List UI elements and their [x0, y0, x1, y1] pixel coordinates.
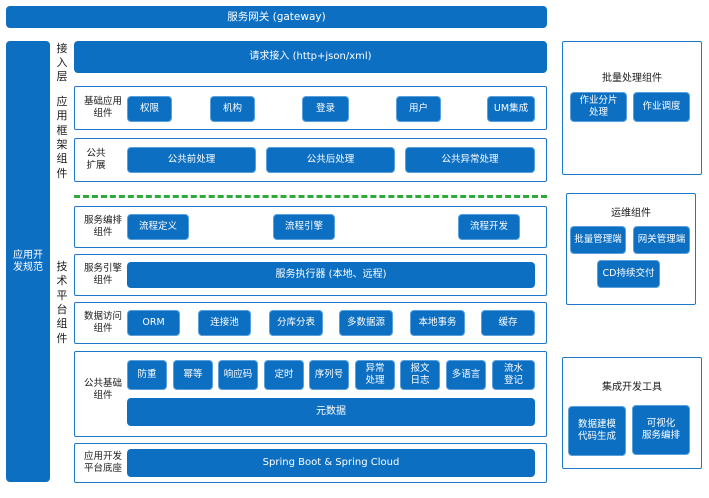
dev-platform-base-label: 应用开发 平台底座 [83, 451, 122, 474]
batch-admin-button[interactable]: 批量管理端 [570, 226, 626, 254]
app-dev-spec-bar: 应用开 发规范 [6, 41, 50, 482]
data-modeling-button[interactable]: 数据建模 代码生成 [568, 406, 626, 456]
job-sharding-button[interactable]: 作业分片 处理 [570, 92, 627, 122]
cache-button[interactable]: 缓存 [481, 310, 535, 336]
message-log-button[interactable]: 报文 日志 [400, 360, 440, 390]
exception-handling-button[interactable]: 异常 处理 [355, 360, 395, 390]
public-extension-label: 公共 扩展 [86, 148, 106, 171]
spring-bar: Spring Boot & Spring Cloud [127, 449, 535, 477]
um-integration-button[interactable]: UM集成 [487, 96, 535, 122]
metadata-bar: 元数据 [127, 398, 535, 426]
process-definition-button[interactable]: 流程定义 [127, 214, 189, 240]
public-postprocess-button[interactable]: 公共后处理 [266, 147, 395, 173]
idempotent-button[interactable]: 幂等 [173, 360, 213, 390]
process-development-button[interactable]: 流程开发 [458, 214, 520, 240]
sequence-button[interactable]: 序列号 [309, 360, 349, 390]
connection-pool-button[interactable]: 连接池 [198, 310, 251, 336]
local-transaction-button[interactable]: 本地事务 [410, 310, 465, 336]
basic-app-components-label: 基础应用 组件 [83, 96, 122, 119]
public-basic-label: 公共基础 组件 [83, 378, 122, 401]
transaction-register-button[interactable]: 流水 登记 [492, 360, 535, 390]
cd-delivery-button[interactable]: CD持续交付 [597, 260, 660, 288]
tech-platform-label: 技 术 平 台 组 件 [56, 260, 68, 345]
ops-components-title: 运维组件 [611, 208, 651, 219]
multi-language-button[interactable]: 多语言 [446, 360, 486, 390]
data-access-label: 数据访问 组件 [83, 311, 122, 334]
response-code-button[interactable]: 响应码 [218, 360, 258, 390]
gateway-bar: 服务网关 (gateway) [6, 6, 547, 28]
public-exception-button[interactable]: 公共异常处理 [405, 147, 535, 173]
visual-orchestration-button[interactable]: 可视化 服务编排 [632, 405, 690, 455]
gateway-admin-button[interactable]: 网关管理端 [633, 226, 690, 254]
service-orchestration-label: 服务编排 组件 [83, 215, 122, 238]
layer-divider [74, 195, 547, 198]
job-scheduling-button[interactable]: 作业调度 [633, 92, 690, 122]
request-access-bar: 请求接入 (http+json/xml) [74, 41, 547, 73]
batch-processing-title: 批量处理组件 [602, 73, 662, 84]
user-button[interactable]: 用户 [396, 96, 441, 122]
multi-datasource-button[interactable]: 多数据源 [339, 310, 393, 336]
process-engine-button[interactable]: 流程引擎 [273, 214, 335, 240]
login-button[interactable]: 登录 [302, 96, 349, 122]
permission-button[interactable]: 权限 [127, 96, 172, 122]
service-engine-label: 服务引擎 组件 [83, 263, 122, 286]
dedup-button[interactable]: 防重 [127, 360, 167, 390]
orm-button[interactable]: ORM [127, 310, 180, 336]
app-framework-label: 应 用 框 架 组 件 [56, 95, 68, 180]
access-layer-label: 接 入 层 [56, 41, 68, 84]
scheduled-button[interactable]: 定时 [264, 360, 304, 390]
sharding-button[interactable]: 分库分表 [269, 310, 323, 336]
service-executor-bar: 服务执行器 (本地、远程) [127, 262, 535, 288]
dev-tools-title: 集成开发工具 [602, 382, 662, 393]
public-preprocess-button[interactable]: 公共前处理 [127, 147, 256, 173]
organization-button[interactable]: 机构 [210, 96, 255, 122]
